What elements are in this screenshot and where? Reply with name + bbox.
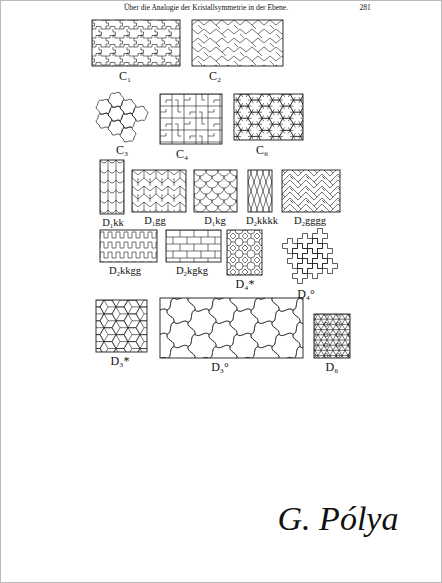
tile-lines xyxy=(227,230,262,275)
tile-lines xyxy=(160,94,222,144)
panel-border xyxy=(96,300,147,352)
tiling-panel xyxy=(76,279,152,369)
group-label: C₆ xyxy=(256,144,268,157)
tile-lines xyxy=(100,232,157,262)
tiling-panel xyxy=(120,162,198,226)
panel-border xyxy=(314,314,350,358)
panel-border xyxy=(100,160,124,214)
group-label: D₆ xyxy=(326,361,339,374)
panel-border xyxy=(192,20,283,66)
group-label: C₁ xyxy=(119,70,131,83)
tiling-panel xyxy=(166,230,221,265)
panel-border xyxy=(160,94,222,144)
group-label: D₂kkgg xyxy=(109,265,141,277)
running-head: Über die Analogie der Kristallsymmetrie … xyxy=(124,4,288,12)
panel-border xyxy=(194,170,237,212)
tiling-panel xyxy=(78,18,204,84)
panel-border xyxy=(160,298,303,358)
tiling-panel xyxy=(266,150,362,227)
tiling-panel xyxy=(100,160,132,214)
panel-border xyxy=(92,20,180,66)
tile-lines xyxy=(192,20,283,66)
group-label: D₃° xyxy=(211,361,229,374)
cross-cluster xyxy=(283,229,338,284)
panel-border xyxy=(132,170,186,212)
group-label: D₁gg xyxy=(144,215,166,227)
panel-border xyxy=(234,94,303,140)
tile-lines xyxy=(160,298,303,358)
tiling-panel xyxy=(168,11,310,83)
tile-lines xyxy=(314,314,350,358)
tiling-panel xyxy=(160,94,232,154)
tile-lines xyxy=(248,170,272,212)
group-label: D₂gggg xyxy=(294,215,326,227)
panel-border xyxy=(227,230,262,275)
signature: G. Pólya xyxy=(278,500,399,537)
group-label: D₂kkkk xyxy=(246,215,278,227)
panel-border xyxy=(248,170,272,212)
tile-lines xyxy=(166,230,221,262)
tiling-panel xyxy=(226,170,306,212)
group-label: C₃ xyxy=(116,144,128,157)
group-label: D₁kk xyxy=(102,217,124,229)
page-number: 281 xyxy=(359,4,370,12)
tile-lines xyxy=(96,300,147,352)
group-label: D₁kg xyxy=(204,215,226,227)
tile-lines xyxy=(282,170,340,212)
group-label: D₂kgkg xyxy=(176,265,208,277)
group-label: C₂ xyxy=(209,70,221,83)
panel-border xyxy=(166,230,221,262)
tile-cluster xyxy=(96,92,148,142)
group-label: D₃* xyxy=(111,355,130,368)
group-label: D₄* xyxy=(236,278,255,291)
tile-lines xyxy=(132,170,186,212)
tile-lines xyxy=(194,170,237,212)
tile-lines xyxy=(100,160,124,214)
tiling-panel xyxy=(217,76,315,155)
tile-lines xyxy=(92,20,180,66)
panel-border xyxy=(282,170,340,212)
tiling-panel xyxy=(245,312,416,358)
tiling-panel xyxy=(125,260,321,396)
group-label: C₄ xyxy=(176,148,188,161)
group-label: D₄° xyxy=(297,288,315,301)
panel-border xyxy=(100,230,157,262)
tile-lines xyxy=(234,94,303,140)
tiling-panel xyxy=(92,230,172,278)
